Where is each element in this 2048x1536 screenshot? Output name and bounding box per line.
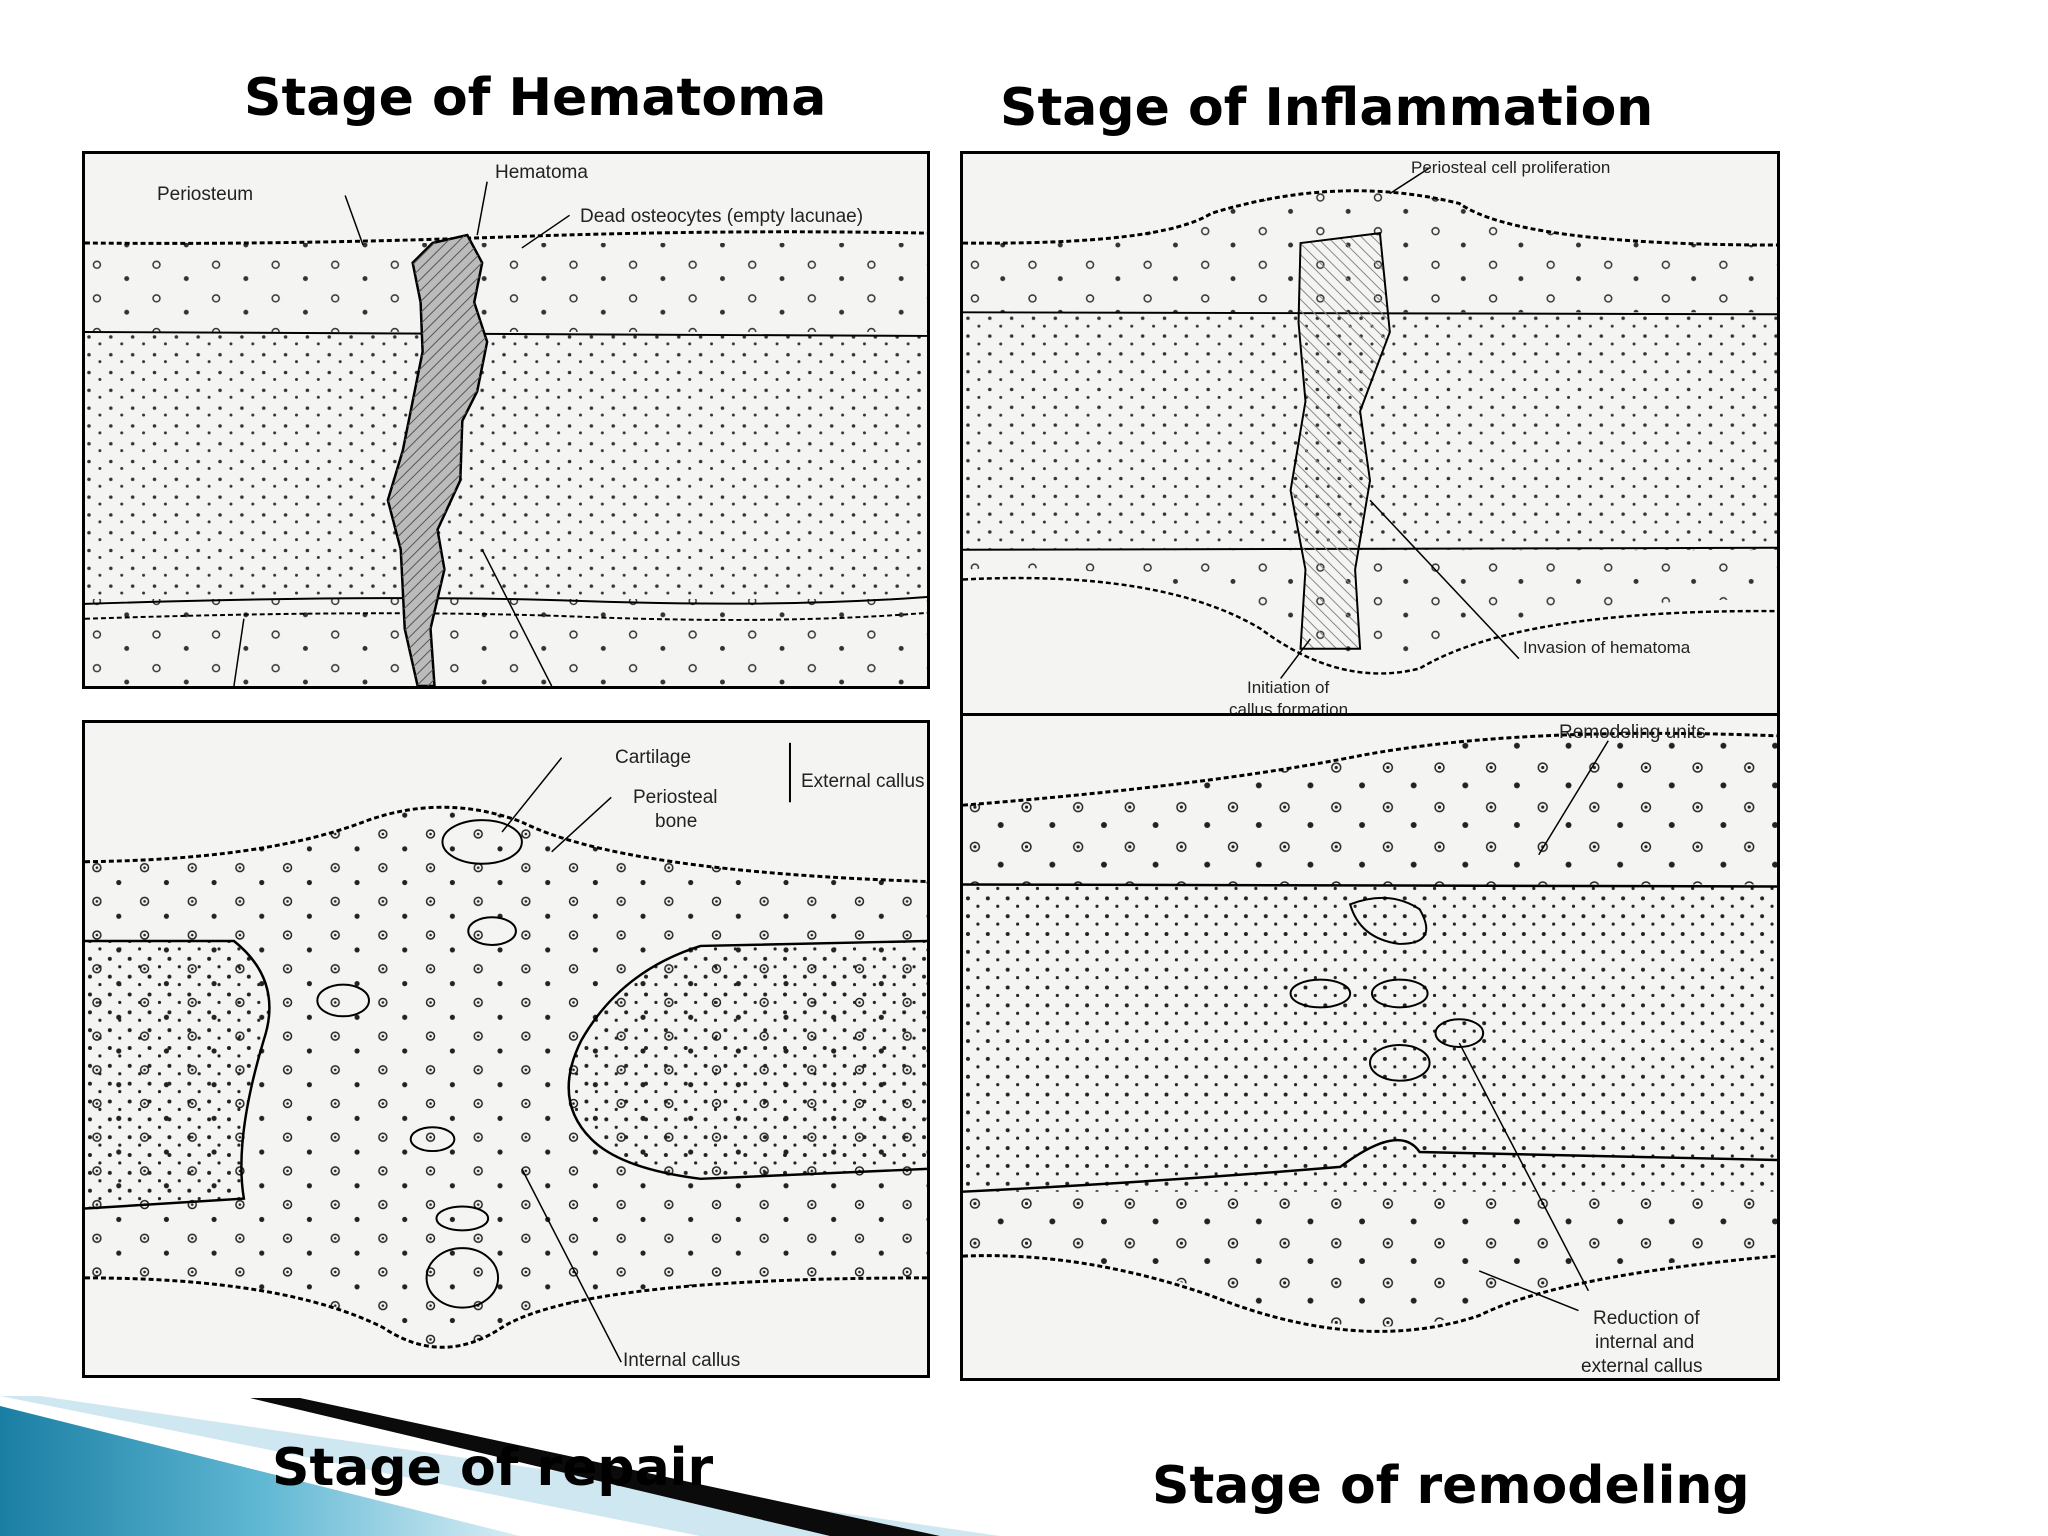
label-reduction-line2: internal and xyxy=(1595,1332,1694,1354)
title-repair: Stage of repair xyxy=(272,1442,713,1494)
hematoma-illustration xyxy=(85,154,927,686)
label-periosteum: Periosteum xyxy=(157,184,253,206)
label-periosteal-line2: bone xyxy=(655,811,697,833)
title-inflammation: Stage of Inflammation xyxy=(1000,82,1653,134)
label-reduction-line3: external callus xyxy=(1581,1356,1702,1378)
repair-illustration xyxy=(85,723,927,1375)
title-hematoma: Stage of Hematoma xyxy=(244,72,826,124)
label-cartilage: Cartilage xyxy=(615,747,691,769)
label-dead-osteocytes: Dead osteocytes (empty lacunae) xyxy=(580,206,863,228)
label-hematoma: Hematoma xyxy=(495,162,588,184)
inflammation-illustration xyxy=(963,154,1777,716)
hematoma-panel: Periosteum Hematoma Dead osteocytes (emp… xyxy=(82,151,930,689)
title-remodeling: Stage of remodeling xyxy=(1152,1460,1750,1512)
label-periosteal-line1: Periosteal xyxy=(633,787,718,809)
label-internal-callus: Internal callus xyxy=(623,1350,740,1372)
label-external-callus: External callus xyxy=(801,771,925,793)
label-initiation-line1: Initiation of xyxy=(1247,678,1329,698)
remodeling-illustration xyxy=(963,716,1777,1378)
label-reduction-line1: Reduction of xyxy=(1593,1308,1700,1330)
repair-panel: Cartilage External callus Periosteal bon… xyxy=(82,720,930,1378)
label-remodeling-units: Remodeling units xyxy=(1559,722,1706,744)
label-invasion-hematoma: Invasion of hematoma xyxy=(1523,638,1690,658)
remodeling-panel: Remodeling units Reduction of internal a… xyxy=(960,713,1780,1381)
label-periosteal-proliferation: Periosteal cell proliferation xyxy=(1411,158,1610,178)
inflammation-panel: Periosteal cell proliferation Invasion o… xyxy=(960,151,1780,719)
